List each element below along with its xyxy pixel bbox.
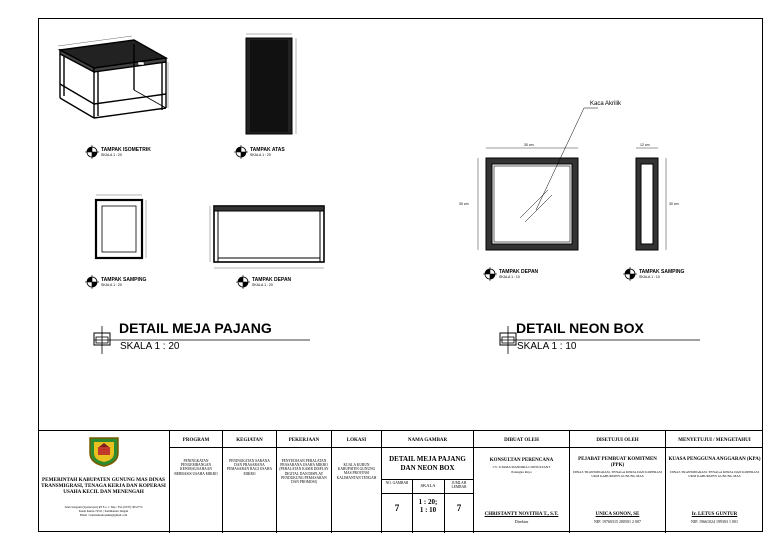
menyetujui-person: Ir. LETUS GUNTUR bbox=[691, 512, 738, 517]
view-scale: SKALA 1 : 20 bbox=[101, 283, 122, 287]
disetujui-org: DINAS TRANSMIGRASI, TENAGA KERJA DAN KOP… bbox=[573, 470, 662, 478]
lokasi-header: LOKASI bbox=[346, 438, 367, 443]
table-top-view bbox=[245, 33, 297, 135]
dibuat-header: DIBUAT OLEH bbox=[504, 438, 539, 443]
dimension-label: 30 cm bbox=[669, 202, 679, 206]
dimension-label: 30 cm bbox=[459, 202, 469, 206]
owner-name: PEMERINTAH KABUPATEN GUNUNG MAS DINAS TR… bbox=[41, 477, 166, 495]
table-isometric-view bbox=[57, 35, 169, 119]
disetujui-cell: DISETUJUI OLEH PEJABAT PEMBUAT KOMITMEN … bbox=[569, 431, 665, 533]
pekerjaan-header: PEKERJAAN bbox=[288, 438, 320, 443]
view-title: TAMPAK ISOMETRIK bbox=[101, 147, 151, 153]
view-marker-icon bbox=[235, 274, 251, 290]
program-cell: PROGRAM PENINGKATAN PENGEMBANGAN KEWIRAU… bbox=[169, 431, 222, 533]
program-header: PROGRAM bbox=[182, 438, 210, 443]
dibuat-person: CHRISTANTY NOVITHA T., S.T. bbox=[484, 512, 559, 517]
view-marker-icon bbox=[84, 144, 100, 160]
menyetujui-org: DINAS TRANSMIGRASI, TENAGA KERJA DAN KOP… bbox=[670, 470, 759, 478]
disetujui-person: UNICA SONON, SE bbox=[595, 512, 640, 517]
table-side-view bbox=[94, 194, 147, 260]
program-text: PENINGKATAN PENGEMBANGAN KEWIRAUSAHAAN B… bbox=[174, 459, 218, 476]
disetujui-role: PEJABAT PEMBUAT KOMITMEN (PPK) bbox=[578, 457, 657, 468]
table-front-view bbox=[209, 205, 325, 269]
view-scale: SKALA 1 : 20 bbox=[250, 153, 271, 157]
menyetujui-role: KUASA PENGGUNA ANGGARAN (KPA) bbox=[668, 457, 761, 462]
dibuat-cell: DIBUAT OLEH KONSULTAN PERENCANA CV. UTAM… bbox=[473, 431, 569, 533]
pekerjaan-text: PENYEDIAAN PERALATAN PRASARANA USAHA MIK… bbox=[279, 459, 329, 485]
kegiatan-text: PENINGKATAN SARANA DAN PRASARANA PEMASAR… bbox=[226, 459, 273, 476]
menyetujui-nip: NIP. 19661024 199303 1 001 bbox=[690, 519, 738, 524]
jumlah-lembar-value: 7 bbox=[456, 503, 462, 513]
menyetujui-header: MENYETUJUI / MENGETAHUI bbox=[678, 438, 751, 443]
drawing-sheet-border bbox=[38, 18, 763, 532]
title-block: PEMERINTAH KABUPATEN GUNUNG MAS DINAS TR… bbox=[38, 430, 763, 533]
menyetujui-cell: MENYETUJUI / MENGETAHUI KUASA PENGGUNA A… bbox=[665, 431, 763, 533]
no-gambar-value: 7 bbox=[394, 503, 400, 513]
no-gambar-label: NO. GAMBAR bbox=[385, 481, 409, 485]
view-title: TAMPAK DEPAN bbox=[499, 269, 539, 275]
dibuat-company: CV. UTAMA MANDIRA CONSULTANT bbox=[492, 465, 551, 469]
detail-title: DETAIL NEON BOX bbox=[516, 320, 644, 336]
owner-email: Email : transnakerkopukm@gmail.com bbox=[79, 513, 128, 517]
view-title: TAMPAK ATAS bbox=[250, 147, 285, 153]
neonbox-side-view bbox=[635, 147, 667, 251]
nama-gambar-header: NAMA GAMBAR bbox=[407, 438, 448, 443]
view-scale: SKALA 1 : 20 bbox=[252, 283, 273, 287]
dibuat-city: Palangka Raya bbox=[511, 470, 532, 474]
jumlah-lembar-label: JUMLAH LEMBAR bbox=[451, 481, 467, 490]
view-marker-icon bbox=[482, 266, 498, 282]
callout-label: Kaca Akrilik bbox=[590, 101, 622, 107]
nama-gambar-cell: NAMA GAMBAR DETAIL MEJA PAJANG DAN NEON … bbox=[381, 431, 473, 533]
skala-label: SKALA bbox=[420, 483, 436, 488]
view-marker-icon bbox=[84, 274, 100, 290]
owner-address: Jalan Sengaun (Spansorpet) RT 8 o. 1 Tel… bbox=[64, 505, 143, 509]
dimension-label: 30 cm bbox=[524, 143, 534, 147]
lokasi-cell: LOKASI KUALA KURUN KABUPATEN GUNUNG MAS … bbox=[331, 431, 381, 533]
dimension-label: 12 cm bbox=[640, 143, 650, 147]
view-scale: SKALA 1 : 10 bbox=[499, 275, 520, 279]
regency-emblem-icon bbox=[89, 437, 119, 467]
view-title: TAMPAK DEPAN bbox=[252, 277, 292, 283]
view-marker-icon bbox=[233, 144, 249, 160]
detail-title: DETAIL MEJA PAJANG bbox=[119, 320, 272, 336]
view-scale: SKALA 1 : 10 bbox=[639, 275, 660, 279]
skala-value: 1 : 20; 1 : 10 bbox=[418, 498, 438, 514]
kegiatan-header: KEGIATAN bbox=[236, 438, 263, 443]
pekerjaan-cell: PEKERJAAN PENYEDIAAN PERALATAN PRASARANA… bbox=[276, 431, 331, 533]
view-scale: SKALA 1 : 20 bbox=[101, 153, 122, 157]
dibuat-role: KONSULTAN PERENCANA bbox=[489, 458, 554, 463]
view-title: TAMPAK SAMPING bbox=[639, 269, 685, 275]
view-marker-icon bbox=[622, 266, 638, 282]
kegiatan-cell: KEGIATAN PENINGKATAN SARANA DAN PRASARAN… bbox=[222, 431, 276, 533]
lokasi-text: KUALA KURUN KABUPATEN GUNUNG MAS PROVINS… bbox=[336, 463, 377, 480]
drawing-name: DETAIL MEJA PAJANG DAN NEON BOX bbox=[389, 455, 466, 472]
disetujui-header: DISETUJUI OLEH bbox=[596, 438, 639, 443]
detail-scale: SKALA 1 : 10 bbox=[517, 341, 577, 352]
detail-scale: SKALA 1 : 20 bbox=[120, 341, 180, 352]
neonbox-front-view bbox=[477, 107, 598, 251]
view-title: TAMPAK SAMPING bbox=[101, 277, 147, 283]
owner-address: Kuala Kurun 74511 | Kalimantan Tengah bbox=[78, 509, 129, 513]
disetujui-nip: NIP. 19760315 200501 2 007 bbox=[593, 519, 641, 524]
dibuat-title: Direktur bbox=[514, 519, 529, 524]
owner-cell: PEMERINTAH KABUPATEN GUNUNG MAS DINAS TR… bbox=[38, 431, 169, 533]
